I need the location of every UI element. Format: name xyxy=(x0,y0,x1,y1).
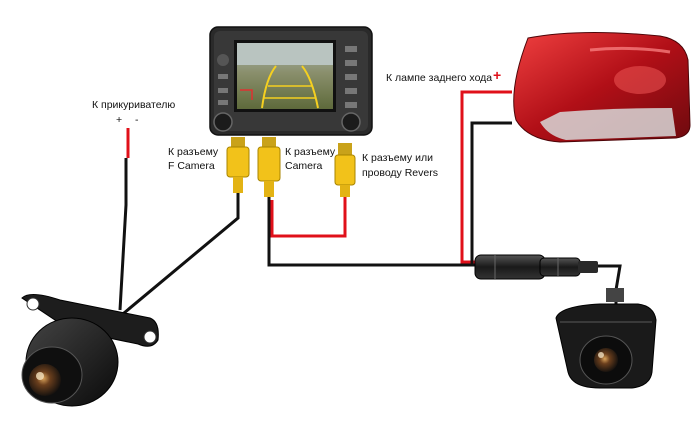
lighter-label: К прикуривателю xyxy=(92,99,176,111)
wires xyxy=(117,90,622,320)
revers-label-line1: К разъему или xyxy=(362,152,433,164)
lighter-black-wire xyxy=(118,158,128,311)
camera-label-line1: К разъему xyxy=(285,146,336,158)
reverse-lamp-label: К лампе заднего хода xyxy=(386,72,493,84)
f-camera-label-line2: F Camera xyxy=(168,160,215,172)
camera-cable xyxy=(267,195,480,267)
rear-camera-icon xyxy=(555,288,657,389)
lighter-minus-sign: - xyxy=(135,114,139,126)
lighter-plus-sign: + xyxy=(116,114,123,126)
f-camera-label-line1: К разъему xyxy=(168,146,219,158)
head-unit-icon xyxy=(209,26,373,136)
reverse-lamp-plus-sign: + xyxy=(493,67,502,83)
rca-connector-f-camera xyxy=(226,137,250,193)
revers-label-line2: проводу Revers xyxy=(362,167,438,179)
camera-label-line2: Camera xyxy=(285,160,323,172)
rca-connector-revers xyxy=(334,143,356,197)
tail-light-icon xyxy=(513,31,691,143)
reverse-lamp-black-wire xyxy=(470,121,512,264)
rca-connector-camera xyxy=(257,137,281,197)
inline-connector-icon xyxy=(474,254,598,280)
reverse-lamp-red-wire xyxy=(460,90,512,264)
f-camera-cable xyxy=(117,190,240,320)
revers-red-wire xyxy=(270,195,347,238)
front-camera-icon xyxy=(21,294,159,407)
